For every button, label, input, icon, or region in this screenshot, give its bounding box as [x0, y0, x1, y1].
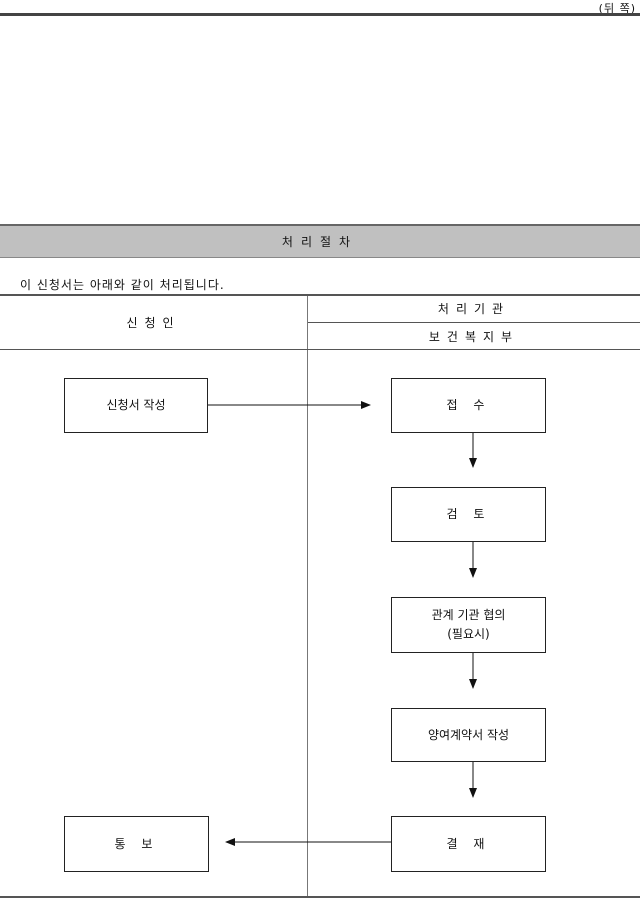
agency-sub-header: 보건복지부 [428, 330, 520, 344]
applicant-column-header: 신청인 [126, 316, 181, 330]
table-bottom-rule [0, 896, 640, 898]
receive-box: 접 수 [391, 378, 546, 433]
section-title: 처리절차 [281, 235, 359, 249]
agency-column-header: 처리기관 [437, 302, 511, 316]
approval-label: 결 재 [446, 836, 491, 851]
review-label: 검 토 [446, 507, 491, 521]
contract-label: 양여계약서 작성 [427, 727, 510, 742]
approval-box: 결 재 [391, 816, 546, 872]
intro-text: 이 신청서는 아래와 같이 처리됩니다. [20, 278, 225, 292]
notify-label: 통 보 [114, 836, 159, 851]
review-box: 검 토 [391, 487, 546, 542]
consult-label-line1: 관계 기관 협의 [431, 608, 506, 622]
section-header-bar: 처리절차 [0, 224, 640, 258]
notify-box: 통 보 [64, 816, 209, 872]
table-header-rule [0, 349, 640, 350]
receive-label: 접 수 [446, 398, 491, 412]
agency-header-divider [308, 322, 640, 323]
consult-box: 관계 기관 협의 (필요시) [391, 597, 546, 653]
page-side-note: (뒤 쪽) [598, 2, 636, 15]
column-divider [307, 296, 308, 896]
consult-label-line2: (필요시) [447, 627, 490, 641]
top-divider [0, 13, 640, 16]
table-top-rule [0, 294, 640, 296]
applicant-write-box: 신청서 작성 [64, 378, 208, 433]
applicant-write-label: 신청서 작성 [106, 398, 166, 412]
contract-box: 양여계약서 작성 [391, 708, 546, 762]
